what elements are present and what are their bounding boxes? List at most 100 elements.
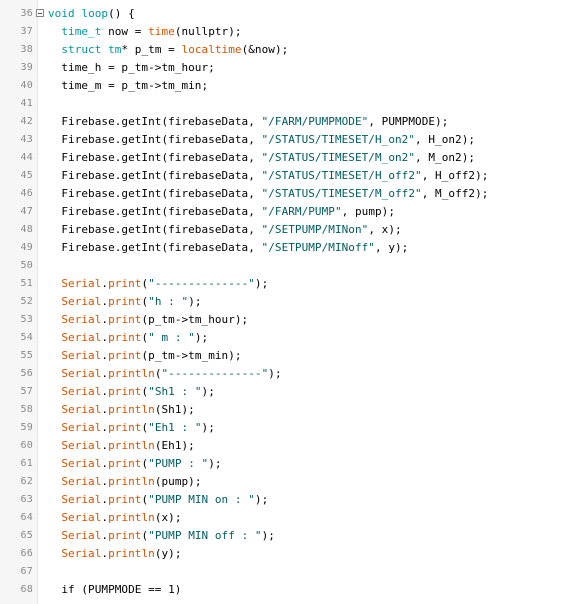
- code-token: , M_off2);: [421, 187, 489, 200]
- code-line[interactable]: 64 Serial.println(x);: [0, 509, 587, 527]
- code-line[interactable]: 53 Serial.print(p_tm->tm_hour);: [0, 311, 587, 329]
- code-token: , H_off2);: [421, 169, 489, 182]
- code-line[interactable]: 61 Serial.print("PUMP : ");: [0, 455, 587, 473]
- code-line[interactable]: 46 Firebase.getInt(firebaseData, "/STATU…: [0, 185, 587, 203]
- code-line[interactable]: 66 Serial.println(y);: [0, 545, 587, 563]
- code-token: (: [154, 367, 162, 380]
- code-line[interactable]: 58 Serial.println(Sh1);: [0, 401, 587, 419]
- code-line[interactable]: 44 Firebase.getInt(firebaseData, "/STATU…: [0, 149, 587, 167]
- indent: [48, 43, 61, 56]
- string-token: "h : ": [148, 295, 189, 308]
- code-line[interactable]: 39 time_h = p_tm->tm_hour;: [0, 59, 587, 77]
- code-text: Serial.print("--------------");: [48, 275, 268, 293]
- code-line[interactable]: 37 time_t now = time(nullptr);: [0, 23, 587, 41]
- code-line[interactable]: 51 Serial.print("--------------");: [0, 275, 587, 293]
- code-line[interactable]: 41: [0, 95, 587, 113]
- code-token: Firebase.getInt(firebaseData,: [61, 169, 262, 182]
- function-token: Serial: [61, 385, 102, 398]
- code-line[interactable]: 67: [0, 563, 587, 581]
- code-line[interactable]: 38 struct tm* p_tm = localtime(&now);: [0, 41, 587, 59]
- code-line[interactable]: 65 Serial.print("PUMP MIN off : ");: [0, 527, 587, 545]
- line-number: 55: [20, 350, 33, 361]
- line-number: 59: [20, 422, 33, 433]
- fold-collapse-icon[interactable]: [36, 9, 44, 17]
- code-text: Serial.println(Sh1);: [48, 401, 195, 419]
- code-line[interactable]: 54 Serial.print(" m : ");: [0, 329, 587, 347]
- line-number: 62: [20, 476, 33, 487]
- code-line[interactable]: 56 Serial.println("--------------");: [0, 365, 587, 383]
- code-line[interactable]: 49 Firebase.getInt(firebaseData, "/SETPU…: [0, 239, 587, 257]
- code-line[interactable]: 50: [0, 257, 587, 275]
- code-token: (: [141, 295, 149, 308]
- code-line[interactable]: 63 Serial.print("PUMP MIN on : ");: [0, 491, 587, 509]
- string-token: "/STATUS/TIMESET/H_off2": [261, 169, 422, 182]
- line-number: 66: [20, 548, 33, 559]
- code-line[interactable]: 68 if (PUMPMODE == 1): [0, 581, 587, 599]
- code-text: Serial.println(y);: [48, 545, 182, 563]
- code-text: Serial.print(p_tm->tm_hour);: [48, 311, 248, 329]
- line-number: 43: [20, 134, 33, 145]
- keyword-token: struct: [61, 43, 102, 56]
- code-line[interactable]: 43 Firebase.getInt(firebaseData, "/STATU…: [0, 131, 587, 149]
- code-line[interactable]: 48 Firebase.getInt(firebaseData, "/SETPU…: [0, 221, 587, 239]
- indent: [48, 223, 61, 236]
- code-token: );: [254, 493, 269, 506]
- indent: [48, 151, 61, 164]
- line-number: 67: [20, 566, 33, 577]
- function-token: print: [108, 277, 142, 290]
- function-token: print: [108, 529, 142, 542]
- string-token: "/STATUS/TIMESET/M_off2": [261, 187, 422, 200]
- code-text: time_h = p_tm->tm_hour;: [48, 59, 215, 77]
- code-line[interactable]: 55 Serial.print(p_tm->tm_min);: [0, 347, 587, 365]
- function-token: Serial: [61, 421, 102, 434]
- string-token: "PUMP MIN off : ": [148, 529, 262, 542]
- line-number: 45: [20, 170, 33, 181]
- code-token: (nullptr);: [174, 25, 242, 38]
- code-line[interactable]: 40 time_m = p_tm->tm_min;: [0, 77, 587, 95]
- code-token: , pump);: [341, 205, 396, 218]
- code-line[interactable]: 42 Firebase.getInt(firebaseData, "/FARM/…: [0, 113, 587, 131]
- code-token: );: [194, 331, 209, 344]
- code-token: );: [254, 277, 269, 290]
- line-number: 49: [20, 242, 33, 253]
- line-number: 37: [20, 26, 33, 37]
- code-text: time_t now = time(nullptr);: [48, 23, 242, 41]
- code-line[interactable]: 57 Serial.print("Sh1 : ");: [0, 383, 587, 401]
- code-token: .: [101, 493, 109, 506]
- function-token: Serial: [61, 511, 102, 524]
- code-text: Serial.println(Eh1);: [48, 437, 195, 455]
- code-line[interactable]: 47 Firebase.getInt(firebaseData, "/FARM/…: [0, 203, 587, 221]
- code-text: void loop() {: [48, 5, 135, 23]
- indent: [48, 421, 61, 434]
- code-token: (Eh1);: [154, 439, 195, 452]
- code-token: .: [101, 475, 109, 488]
- string-token: " m : ": [148, 331, 195, 344]
- code-line[interactable]: 60 Serial.println(Eh1);: [0, 437, 587, 455]
- code-token: (&now);: [241, 43, 289, 56]
- code-token: );: [268, 367, 282, 380]
- code-token: , x);: [368, 223, 402, 236]
- function-token: Serial: [61, 295, 102, 308]
- function-token: print: [108, 385, 142, 398]
- code-token: );: [201, 421, 215, 434]
- code-token: (pump);: [154, 475, 202, 488]
- string-token: "--------------": [148, 277, 255, 290]
- code-token: , PUMPMODE);: [368, 115, 449, 128]
- code-text: Firebase.getInt(firebaseData, "/STATUS/T…: [48, 131, 475, 149]
- indent: [48, 493, 61, 506]
- code-line[interactable]: 59 Serial.print("Eh1 : ");: [0, 419, 587, 437]
- line-number: 42: [20, 116, 33, 127]
- code-line[interactable]: 52 Serial.print("h : ");: [0, 293, 587, 311]
- code-token: .: [101, 547, 109, 560]
- code-line[interactable]: 62 Serial.println(pump);: [0, 473, 587, 491]
- indent: [48, 331, 61, 344]
- code-token: * p_tm =: [121, 43, 182, 56]
- string-token: "PUMP : ": [148, 457, 209, 470]
- code-token: (: [141, 331, 149, 344]
- code-line[interactable]: 45 Firebase.getInt(firebaseData, "/STATU…: [0, 167, 587, 185]
- indent: [48, 79, 61, 92]
- line-number: 60: [20, 440, 33, 451]
